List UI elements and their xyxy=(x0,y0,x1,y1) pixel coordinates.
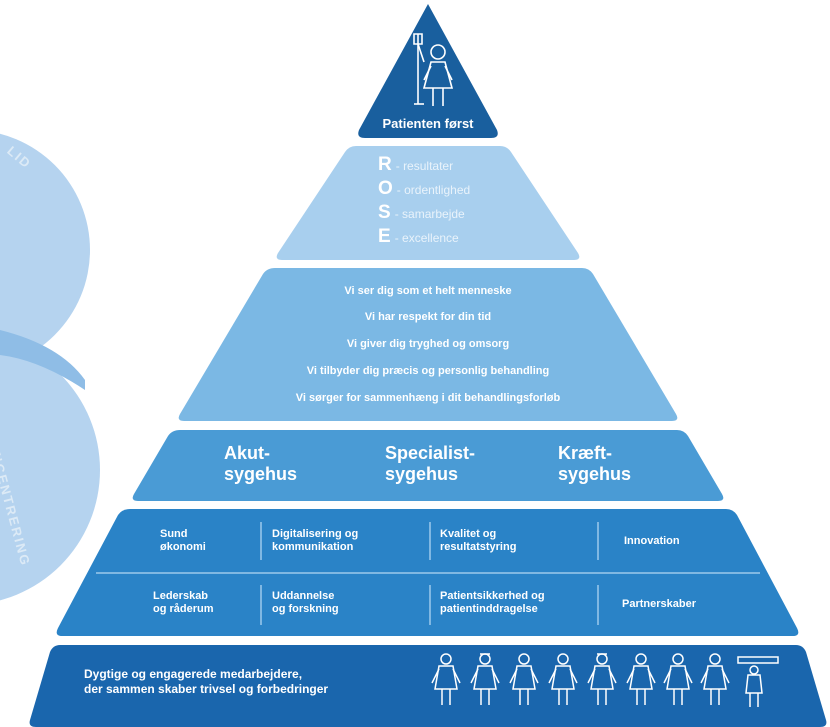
side-circle-top xyxy=(0,133,90,367)
nurse-icon xyxy=(470,653,500,705)
doctor-icon xyxy=(431,653,461,705)
tier-values-shape xyxy=(178,268,678,421)
staff-icon xyxy=(700,653,730,705)
rose-line-o: O- ordentlighed xyxy=(378,178,471,199)
staff-icon xyxy=(626,653,656,705)
nurse-icon xyxy=(587,653,617,705)
strategy-cell: Innovation xyxy=(624,535,680,547)
value-line: Vi ser dig som et helt menneske xyxy=(344,285,512,297)
strategy-column-dividers xyxy=(260,522,599,625)
staff-icon xyxy=(548,653,578,705)
strategy-cell: Partnerskaber xyxy=(622,598,696,610)
tier-base-shape xyxy=(29,645,827,727)
rose-line-e: E- excellence xyxy=(378,226,459,247)
value-line: Vi sørger for sammenhæng i dit behandlin… xyxy=(295,392,561,404)
rose-line-s: S- samarbejde xyxy=(378,202,465,223)
staff-icon xyxy=(509,653,539,705)
hospital-akut: Akut-sygehus xyxy=(224,443,298,484)
circle-overlap xyxy=(0,330,85,390)
patient-with-iv-drip-icon xyxy=(413,33,454,106)
value-line: Vi tilbyder dig præcis og personlig beha… xyxy=(306,365,550,377)
hospital-kraeft: Kræft-sygehus xyxy=(558,443,632,484)
top-tier-label: Patienten først xyxy=(382,116,474,131)
carrier-icon xyxy=(737,656,779,707)
value-line: Vi giver dig tryghed og omsorg xyxy=(346,338,510,350)
base-label: Dygtige og engagerede medarbejdere,der s… xyxy=(84,667,329,696)
people-icons xyxy=(431,653,779,707)
value-line: Vi har respekt for din tid xyxy=(364,311,492,323)
hospital-specialist: Specialist-sygehus xyxy=(385,443,476,484)
tier-rose-shape xyxy=(276,146,580,260)
tier-hospitals-shape xyxy=(132,430,724,501)
staff-icon xyxy=(663,653,693,705)
side-circle-bottom xyxy=(0,339,100,601)
rose-line-r: R- resultater xyxy=(378,154,454,175)
